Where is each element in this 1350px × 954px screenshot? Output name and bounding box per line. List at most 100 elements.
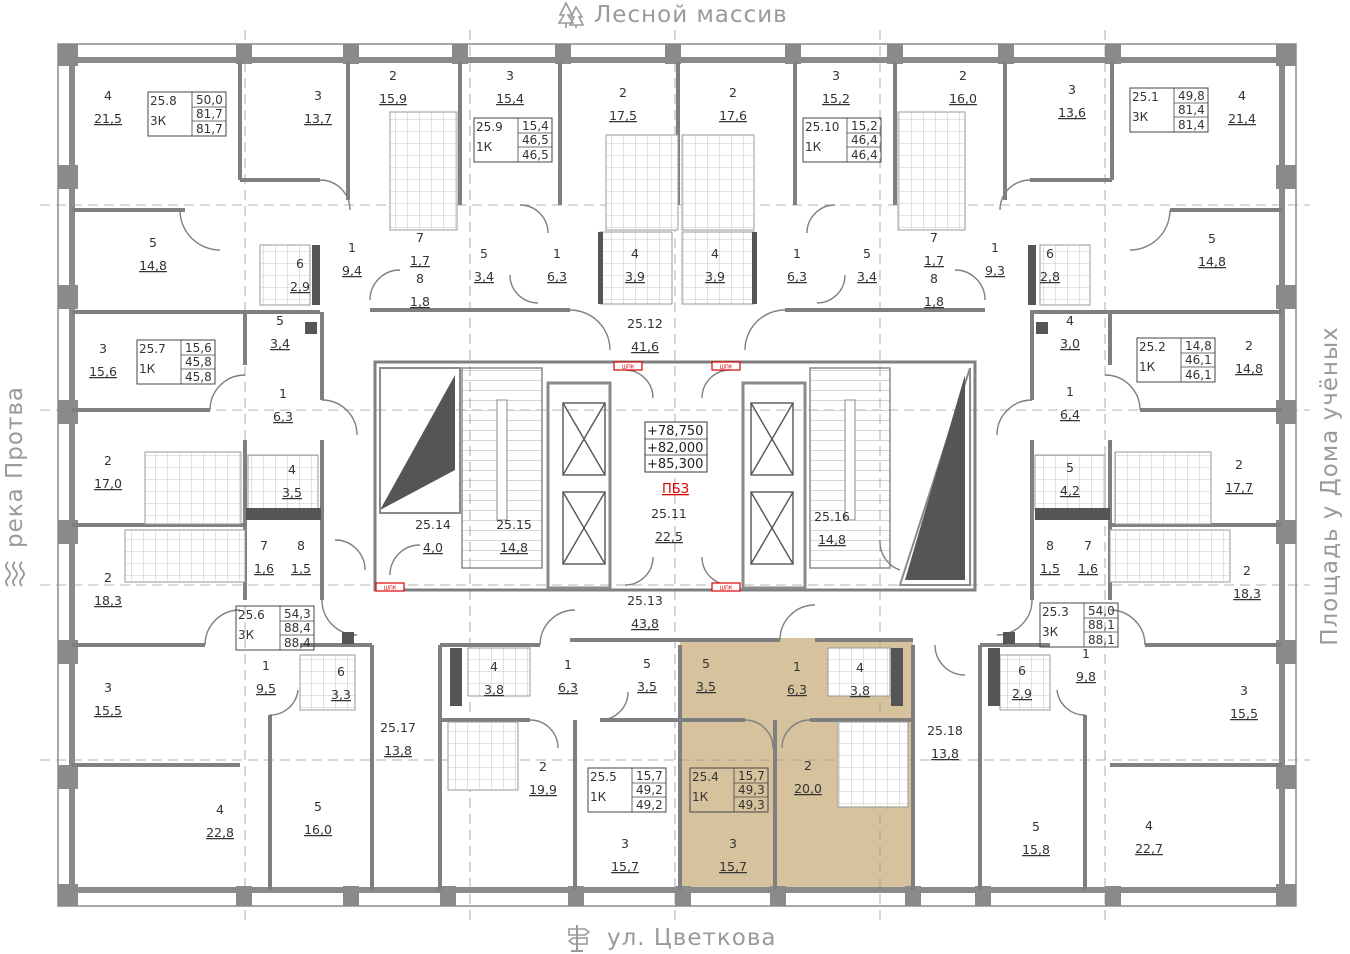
room-label: 81,8 xyxy=(410,271,430,309)
room-label: 43,0 xyxy=(1060,313,1080,351)
room-label: 25.13 43,8 xyxy=(627,593,663,631)
room-area: 21,4 xyxy=(1228,111,1256,126)
total-area: 88,4 xyxy=(284,621,311,635)
room-area: 3,9 xyxy=(705,269,725,284)
fire-box-label: ШПК xyxy=(384,586,397,592)
total-area: 81,4 xyxy=(1178,103,1205,117)
room-area: 3,8 xyxy=(484,682,504,697)
total-area: 46,5 xyxy=(522,133,549,147)
total-area: 45,8 xyxy=(185,355,212,369)
room-area: 6,3 xyxy=(273,409,293,424)
left-direction: река Протва xyxy=(0,382,32,592)
room-area: 43,8 xyxy=(631,616,659,631)
room-area: 3,4 xyxy=(270,336,290,351)
room-label: 421,4 xyxy=(1228,88,1256,126)
room-label: 43,8 xyxy=(850,660,870,698)
room-label: 313,7 xyxy=(304,88,332,126)
room-label: 515,8 xyxy=(1022,819,1050,857)
room-number: 5 xyxy=(1208,231,1216,246)
room-area: 13,8 xyxy=(931,746,959,761)
level-marks: +78,750 +82,000 +85,300 ПБЗ xyxy=(644,421,708,497)
room-area: 9,3 xyxy=(985,263,1005,278)
room-area: 2,9 xyxy=(1012,686,1032,701)
living-area: 49,8 xyxy=(1178,89,1205,103)
room-label: 19,4 xyxy=(342,240,362,278)
apartment-number: 25.6 xyxy=(238,608,265,622)
room-area: 1,5 xyxy=(1040,561,1060,576)
room-label: 313,6 xyxy=(1058,82,1086,120)
room-number: 25.15 xyxy=(496,517,532,532)
room-number: 6 xyxy=(337,664,345,679)
room-area: 20,0 xyxy=(794,781,822,796)
room-label: 214,8 xyxy=(1235,338,1263,376)
room-number: 2 xyxy=(104,453,112,468)
room-area: 3,5 xyxy=(696,679,716,694)
room-label: 43,9 xyxy=(705,246,725,284)
room-number: 3 xyxy=(729,836,737,851)
room-area: 3,4 xyxy=(474,269,494,284)
room-label: 514,8 xyxy=(1198,231,1226,269)
room-area: 1,8 xyxy=(924,294,944,309)
room-label: 315,7 xyxy=(611,836,639,874)
room-area: 15,7 xyxy=(719,859,747,874)
room-label: 315,4 xyxy=(496,68,524,106)
room-number: 1 xyxy=(262,658,270,673)
room-area: 15,2 xyxy=(822,91,850,106)
room-number: 4 xyxy=(711,246,719,261)
room-number: 25.13 xyxy=(627,593,663,608)
room-number: 4 xyxy=(104,88,112,103)
total-area-with-balcony: 81,4 xyxy=(1178,118,1205,132)
room-number: 5 xyxy=(643,656,651,671)
room-label: 16,3 xyxy=(547,246,567,284)
forest-icon xyxy=(557,1,585,28)
room-label: 43,8 xyxy=(484,659,504,697)
room-number: 2 xyxy=(619,85,627,100)
room-number: 5 xyxy=(1032,819,1040,834)
room-label: 81,8 xyxy=(924,271,944,309)
room-area: 1,8 xyxy=(410,294,430,309)
room-label: 19,3 xyxy=(985,240,1005,278)
apartment-number: 25.10 xyxy=(805,120,839,134)
room-label: 16,3 xyxy=(558,657,578,695)
room-number: 1 xyxy=(793,659,801,674)
room-area: 3,0 xyxy=(1060,336,1080,351)
room-number: 7 xyxy=(1084,538,1092,553)
room-number: 2 xyxy=(539,759,547,774)
signpost-icon xyxy=(567,925,591,952)
room-label: 81,5 xyxy=(1040,538,1060,576)
apartment-type: 1К xyxy=(590,790,607,804)
room-area: 16,0 xyxy=(949,91,977,106)
room-label: 215,9 xyxy=(379,68,407,106)
apartment-number: 25.8 xyxy=(150,94,177,108)
room-area: 9,4 xyxy=(342,263,362,278)
living-area: 14,8 xyxy=(1185,339,1212,353)
room-label: 315,6 xyxy=(89,341,117,379)
room-area: 6,3 xyxy=(787,269,807,284)
fire-box-label: ШПК xyxy=(720,365,733,371)
room-number: 4 xyxy=(216,802,224,817)
room-number: 3 xyxy=(1240,683,1248,698)
room-label: 218,3 xyxy=(94,570,122,608)
room-number: 6 xyxy=(296,256,304,271)
room-number: 2 xyxy=(1243,563,1251,578)
room-number: 5 xyxy=(314,799,322,814)
room-label: 81,5 xyxy=(291,538,311,576)
room-number: 7 xyxy=(416,230,424,245)
room-area: 4,0 xyxy=(423,540,443,555)
apartment-type: 1К xyxy=(476,140,493,154)
room-label: 514,8 xyxy=(139,235,167,273)
elevator-core xyxy=(379,367,971,590)
